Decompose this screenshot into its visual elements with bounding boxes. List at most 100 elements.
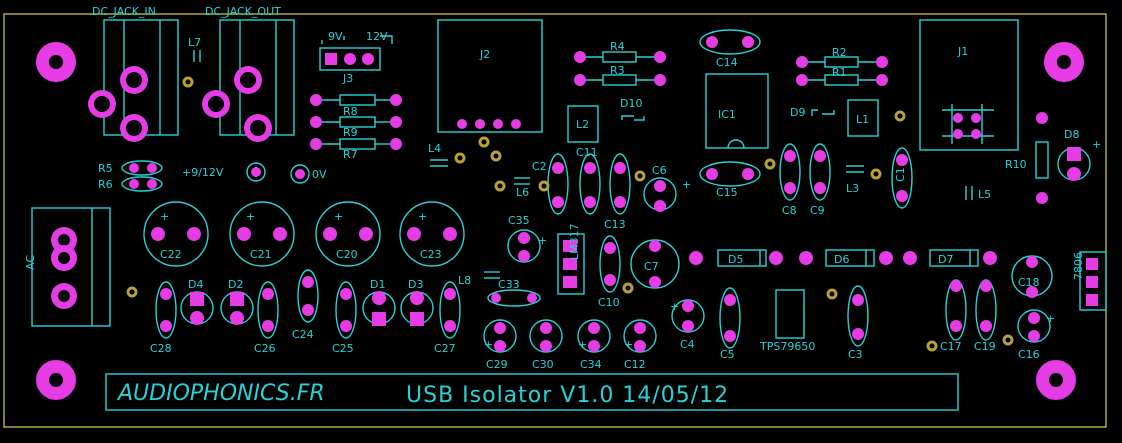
c27-capacitor: C27 (434, 281, 461, 355)
svg-text:C34: C34 (580, 358, 602, 371)
svg-text:D3: D3 (408, 278, 423, 291)
svg-text:C3: C3 (848, 348, 863, 361)
svg-text:+: + (418, 210, 427, 223)
svg-text:L6: L6 (516, 186, 529, 199)
svg-text:C26: C26 (254, 342, 276, 355)
svg-text:R8: R8 (343, 105, 358, 118)
svg-text:IC1: IC1 (718, 108, 736, 121)
svg-text:L5: L5 (978, 188, 991, 201)
svg-text:D8: D8 (1064, 128, 1079, 141)
svg-text:+: + (160, 210, 169, 223)
svg-text:C7: C7 (644, 260, 659, 273)
svg-text:C21: C21 (250, 248, 272, 261)
svg-text:C17: C17 (940, 340, 962, 353)
svg-text:R6: R6 (98, 178, 113, 191)
svg-text:D2: D2 (228, 278, 243, 291)
resistors-left: R8 R9 R7 (310, 94, 402, 161)
c28-capacitor: C28 (150, 281, 177, 355)
svg-text:C28: C28 (150, 342, 172, 355)
svg-text:D1: D1 (370, 278, 385, 291)
svg-text:LM317: LM317 (568, 223, 581, 260)
svg-text:C6: C6 (652, 164, 667, 177)
c34-capacitor: + C34 (577, 319, 611, 371)
svg-text:C13: C13 (604, 218, 626, 231)
ac-terminal-block: AC (24, 207, 111, 327)
l7-label: L7 (188, 36, 201, 49)
svg-text:D10: D10 (620, 97, 642, 110)
svg-text:J1: J1 (957, 45, 968, 58)
svg-text:+: + (334, 210, 343, 223)
svg-text:0V: 0V (312, 168, 327, 181)
svg-text:D4: D4 (188, 278, 203, 291)
d1-diode: D1 (362, 278, 396, 326)
svg-text:C19: C19 (974, 340, 996, 353)
svg-text:C18: C18 (1018, 276, 1040, 289)
svg-text:C27: C27 (434, 342, 456, 355)
c1-capacitor: C1 (891, 147, 913, 209)
svg-text:C16: C16 (1018, 348, 1040, 361)
svg-text:R4: R4 (610, 40, 625, 53)
svg-text:AC: AC (24, 255, 37, 270)
svg-text:C9: C9 (810, 204, 825, 217)
svg-text:D9: D9 (790, 106, 805, 119)
resistors-r4-r3: R4 R3 (574, 40, 666, 86)
c9-capacitor: C9 (809, 143, 831, 217)
svg-text:C35: C35 (508, 214, 530, 227)
c8-capacitor: C8 (779, 143, 801, 217)
svg-text:C20: C20 (336, 248, 358, 261)
c18-capacitor: C18 (1011, 255, 1053, 298)
svg-text:C22: C22 (160, 248, 182, 261)
svg-text:J3: J3 (342, 72, 353, 85)
svg-text:L3: L3 (846, 182, 859, 195)
j3-jumper: 9V 12V J3 (319, 30, 393, 85)
svg-text:TPS79650: TPS79650 (759, 340, 815, 353)
svg-text:+: + (246, 210, 255, 223)
svg-text:R7: R7 (343, 148, 358, 161)
d2-diode: D2 (220, 278, 254, 325)
d6-diode: D6 (799, 249, 893, 267)
svg-text:C5: C5 (720, 348, 735, 361)
7806-regulator: 7806 (1072, 251, 1107, 311)
d4-diode: D4 (180, 278, 214, 325)
svg-text:C25: C25 (332, 342, 354, 355)
board-outline (3, 13, 1107, 428)
resistors-r2-r1: R2 R1 (796, 46, 888, 86)
svg-text:L2: L2 (576, 118, 589, 131)
j2-usb-connector: J2 (437, 19, 543, 133)
dc-jack-in: DC_JACK_IN (88, 5, 179, 142)
dc-jack-in-label: DC_JACK_IN (92, 5, 156, 18)
svg-text:L1: L1 (856, 113, 869, 126)
svg-text:C10: C10 (598, 296, 620, 309)
svg-text:R9: R9 (343, 126, 358, 139)
dc-jack-out: DC_JACK_OUT (202, 5, 295, 142)
c21-capacitor: + C21 (229, 201, 295, 267)
c11-capacitor: C11 (576, 146, 601, 215)
c20-capacitor: + C20 (315, 201, 381, 267)
c19-capacitor: C19 (974, 279, 997, 353)
c10-capacitor: C10 (598, 235, 621, 309)
j1-usb-connector: J1 (919, 19, 1019, 151)
c30-capacitor: C30 (529, 319, 563, 371)
c25-capacitor: C25 (332, 281, 357, 355)
brand-logo: AUDIOPHONICS.FR (116, 381, 325, 406)
dc-jack-out-label: DC_JACK_OUT (205, 5, 281, 18)
svg-text:C24: C24 (292, 328, 314, 341)
d3-diode: D3 (400, 278, 434, 326)
svg-text:R5: R5 (98, 162, 113, 175)
svg-text:C33: C33 (498, 278, 520, 291)
svg-text:L4: L4 (428, 142, 441, 155)
svg-text:C11: C11 (576, 146, 598, 159)
vias (126, 110, 1014, 352)
c24-capacitor: C24 (292, 269, 319, 341)
c2-capacitor: C2 (532, 153, 569, 215)
c13-capacitor: C13 (604, 153, 631, 231)
svg-text:D7: D7 (938, 253, 953, 266)
svg-text:+: + (670, 300, 679, 313)
svg-text:L8: L8 (458, 274, 471, 287)
svg-text:C23: C23 (420, 248, 442, 261)
c33-capacitor: C33 (487, 278, 541, 307)
svg-text:C15: C15 (716, 186, 738, 199)
svg-text:R3: R3 (610, 64, 625, 77)
